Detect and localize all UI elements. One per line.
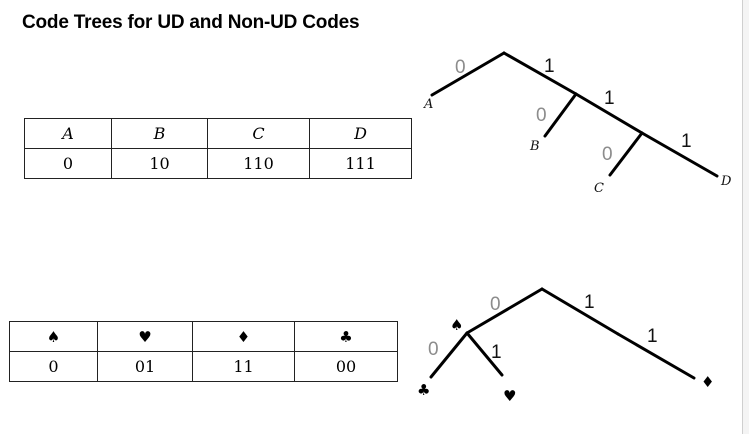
non-ud-edge-root-spade bbox=[465, 287, 544, 335]
ud-code-d: 111 bbox=[309, 148, 412, 179]
ud-bit-n2-right: 1 bbox=[681, 131, 692, 152]
ud-code-table: A B C D 0 10 110 111 bbox=[24, 118, 412, 179]
ud-leaf-b: B bbox=[529, 139, 540, 154]
heart-icon: ♥ bbox=[97, 321, 193, 352]
non-ud-edge-root-n1 bbox=[540, 287, 620, 336]
ud-edge-root-n1 bbox=[502, 51, 578, 96]
ud-code-a: 0 bbox=[24, 148, 112, 179]
club-icon: ♣ bbox=[417, 381, 430, 399]
non-ud-bit-spade-left: 0 bbox=[428, 339, 439, 360]
ud-leaf-d: D bbox=[720, 174, 732, 189]
ud-bit-root-right: 1 bbox=[544, 56, 555, 77]
ud-header-d: D bbox=[309, 118, 412, 149]
ud-header-b: B bbox=[111, 118, 208, 149]
ud-leaf-a: A bbox=[423, 97, 433, 112]
non-ud-bit-spade-right: 1 bbox=[491, 342, 502, 363]
ud-edge-n1-b bbox=[543, 92, 578, 138]
ud-bit-n2-left: 0 bbox=[602, 144, 613, 165]
page-title: Code Trees for UD and Non-UD Codes bbox=[22, 12, 360, 33]
diamond-icon: ♦ bbox=[701, 373, 714, 391]
non-ud-code-spade: 0 bbox=[9, 351, 98, 382]
ud-bit-n1-right: 1 bbox=[604, 88, 615, 109]
ud-header-a: A bbox=[24, 118, 112, 149]
non-ud-table-code-row: 0 01 11 00 bbox=[9, 351, 398, 382]
ud-leaf-c: C bbox=[594, 181, 604, 196]
window-right-edge bbox=[742, 0, 749, 434]
non-ud-table-header-row: ♠ ♥ ♦ ♣ bbox=[9, 321, 398, 352]
non-ud-edge-spade-heart bbox=[465, 331, 504, 377]
spade-icon: ♠ bbox=[450, 316, 463, 334]
non-ud-code-table: ♠ ♥ ♦ ♣ 0 01 11 00 bbox=[9, 321, 398, 382]
ud-table-code-row: 0 10 110 111 bbox=[24, 148, 412, 179]
non-ud-bit-right-down: 1 bbox=[647, 326, 658, 347]
ud-code-c: 110 bbox=[207, 148, 310, 179]
heart-icon: ♥ bbox=[503, 387, 516, 405]
ud-bit-n1-left: 0 bbox=[536, 105, 547, 126]
ud-edge-n2-c bbox=[608, 131, 644, 177]
ud-bit-root-left: 0 bbox=[455, 57, 466, 78]
ud-code-tree bbox=[430, 51, 719, 178]
non-ud-code-diamond: 11 bbox=[192, 351, 295, 382]
non-ud-edge-spade-club bbox=[429, 331, 469, 379]
non-ud-bit-root-left: 0 bbox=[490, 294, 501, 315]
non-ud-code-heart: 01 bbox=[97, 351, 193, 382]
non-ud-bit-root-right: 1 bbox=[584, 292, 595, 313]
non-ud-code-club: 00 bbox=[294, 351, 398, 382]
ud-edge-n1-n2 bbox=[574, 92, 644, 135]
non-ud-edge-n1-diamond bbox=[616, 332, 696, 380]
ud-edge-n2-d bbox=[640, 131, 719, 178]
non-ud-code-tree bbox=[429, 287, 696, 380]
ud-edge-root-a bbox=[430, 51, 506, 97]
club-icon: ♣ bbox=[294, 321, 398, 352]
